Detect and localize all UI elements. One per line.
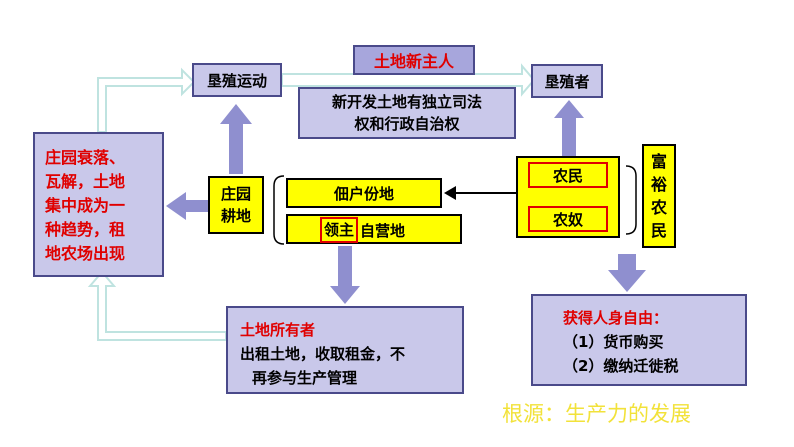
reclaimer-label: 垦殖者	[544, 72, 590, 91]
peasant-label: 农民	[552, 166, 583, 185]
serf-label-box: 农奴	[528, 206, 608, 232]
peasant-label-box: 农民	[528, 162, 608, 188]
new-owner-title-box: 土地新主人	[353, 45, 475, 75]
freedom-title: 获得人身自由：	[563, 309, 669, 327]
tenant-land-label: 佃户份地	[333, 184, 394, 203]
manor-land-box: 庄园 耕地	[208, 176, 264, 234]
rich-peasant-char-2: 裕	[650, 175, 667, 194]
manor-decline-line-3: 集中成为一	[45, 196, 126, 215]
demesne-rest-label: 自营地	[360, 222, 406, 240]
manor-decline-line-4: 种趋势，租	[45, 220, 126, 239]
rich-peasant-char-3: 农	[650, 198, 667, 217]
rich-peasant-box: 富 裕 农 民	[642, 144, 676, 248]
outline-arrow-landowner-to-decline	[87, 270, 227, 341]
serf-label: 农奴	[552, 210, 583, 229]
rich-peasant-char-4: 民	[650, 221, 667, 240]
manor-land-line-1: 庄园	[220, 185, 251, 203]
tenant-land-box: 佃户份地	[286, 178, 442, 208]
new-owner-desc-line-2: 权和行政自治权	[354, 115, 460, 133]
landowner-title: 土地所有者	[240, 321, 316, 339]
demesne-box: 领主 自营地	[286, 214, 462, 244]
freedom-box: 获得人身自由： （1）货币购买 （2）缴纳迁徙税	[531, 294, 747, 386]
manor-decline-box: 庄园衰落、 瓦解，土地 集中成为一 种趋势，租 地农场出现	[33, 132, 164, 277]
rich-peasant-char-1: 富	[650, 152, 667, 171]
freedom-item-1: （1）货币购买	[563, 333, 664, 351]
bracket-right	[625, 165, 637, 235]
arrow-to-tenant-land-head	[444, 186, 456, 200]
manor-land-line-2: 耕地	[220, 207, 251, 225]
reclaimer-box: 垦殖者	[531, 64, 603, 98]
manor-decline-line-2: 瓦解，土地	[45, 172, 126, 191]
reclaim-movement-box: 垦殖运动	[192, 63, 282, 97]
new-owner-desc-line-1: 新开发土地有独立司法	[331, 93, 482, 111]
landowner-box: 土地所有者 出租土地，收取租金，不 再参与生产管理	[226, 306, 464, 394]
new-owner-title: 土地新主人	[373, 52, 454, 71]
arrow-left-to-decline	[166, 192, 208, 220]
landowner-desc-line-2: 再参与生产管理	[252, 369, 358, 387]
manor-decline-line-1: 庄园衰落、	[45, 148, 126, 167]
arrow-up-to-reclaim	[220, 104, 252, 174]
bracket-left	[273, 175, 285, 245]
outline-arrow-reclaim-to-reclaimer	[281, 63, 536, 97]
new-owner-desc-box: 新开发土地有独立司法 权和行政自治权	[298, 87, 516, 139]
lord-word-highlight: 领主	[320, 217, 359, 243]
manor-decline-line-5: 地农场出现	[45, 244, 126, 263]
arrow-down-to-landowner	[330, 246, 360, 304]
root-cause-text: 根源：生产力的发展	[502, 402, 691, 426]
arrow-up-to-reclaimer	[554, 100, 584, 156]
freedom-item-2: （2）缴纳迁徙税	[563, 357, 679, 375]
landowner-desc-line-1: 出租土地，收取租金，不	[240, 345, 406, 363]
arrow-down-to-freedom	[608, 254, 646, 292]
outline-arrow-decline-to-reclaim	[97, 67, 196, 133]
peasant-serf-box: 农民 农奴	[516, 156, 620, 238]
reclaim-movement-label: 垦殖运动	[206, 71, 267, 90]
